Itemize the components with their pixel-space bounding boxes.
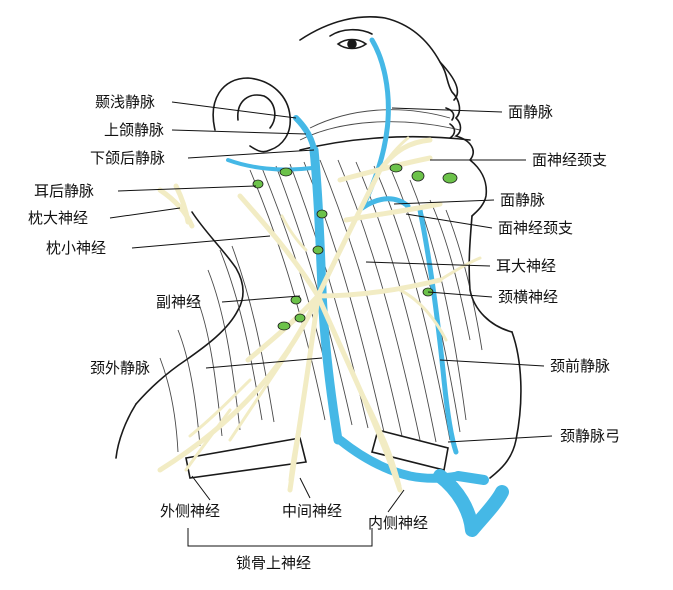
greater-auricular-nerve (315, 137, 433, 299)
lateral-supraclavicular-nerve (157, 293, 321, 473)
posterior-auricular-vein (226, 158, 314, 172)
lymph-node (442, 172, 458, 184)
lymph-node (277, 321, 291, 331)
lymph-node (312, 245, 324, 255)
transverse-cervical-nerve (315, 277, 443, 299)
intermediate-supraclavicular-nerve (287, 293, 321, 493)
lymph-node (294, 313, 306, 323)
lymph-node (290, 295, 302, 305)
clavicle-right (371, 429, 449, 471)
label-superficial-temporal-vein: 颞浅静脉 (95, 93, 155, 111)
label-external-jugular-vein: 颈外静脉 (90, 359, 150, 377)
subclavian-vein (433, 469, 509, 537)
label-facial-vein-2: 面静脉 (500, 191, 545, 209)
veins (226, 37, 509, 537)
cervical-branch-facial-1 (337, 155, 433, 183)
label-great-auricular-nerve: 耳大神经 (496, 257, 556, 275)
cervical-branch-facial-2 (343, 201, 443, 223)
label-supraclavicular-nerves: 锁骨上神经 (236, 554, 311, 572)
label-transverse-cervical-nerve: 颈横神经 (498, 288, 558, 306)
lymph-nodes (252, 163, 458, 331)
face-profile (299, 16, 488, 217)
eye (336, 38, 368, 50)
clavicle-left (185, 437, 307, 479)
lymph-node (389, 163, 403, 173)
label-anterior-jugular-vein: 颈前静脉 (550, 357, 610, 375)
lymph-node (252, 179, 264, 189)
label-medial-supraclavicular-nerve: 内侧神经 (368, 514, 428, 532)
label-cervical-branch-facial-nerve-2: 面神经颈支 (498, 219, 573, 237)
lips (445, 107, 456, 139)
label-posterior-auricular-vein: 耳后静脉 (34, 182, 94, 200)
group-bracket (187, 528, 373, 547)
label-jugular-venous-arch: 颈静脉弓 (560, 427, 620, 445)
lymph-node (411, 170, 425, 182)
label-intermediate-supraclavicular-nerve: 中间神经 (282, 502, 342, 520)
label-cervical-branch-facial-nerve-1: 面神经颈支 (532, 151, 607, 169)
label-retromandibular-vein: 下颌后静脉 (90, 149, 165, 167)
leader-lines (109, 101, 553, 547)
nose (439, 61, 459, 101)
label-facial-vein-1: 面静脉 (508, 103, 553, 121)
lymph-node (316, 209, 328, 219)
lymph-node (279, 167, 293, 177)
shoulder (115, 403, 137, 459)
label-maxillary-vein: 上颌静脉 (104, 121, 164, 139)
label-accessory-nerve: 副神经 (156, 293, 201, 311)
label-greater-occipital-nerve: 枕大神经 (28, 209, 88, 227)
labels: 颞浅静脉 上颌静脉 下颌后静脉 耳后静脉 枕大神经 枕小神经 副神经 颈外静脉 … (28, 93, 620, 572)
label-lesser-occipital-nerve: 枕小神经 (46, 239, 106, 257)
label-lateral-supraclavicular-nerve: 外侧神经 (160, 502, 220, 520)
ear (212, 77, 292, 153)
lesser-occipital-nerve (237, 193, 321, 299)
anterior-jugular-vein (417, 207, 459, 455)
back-of-neck (135, 211, 244, 405)
